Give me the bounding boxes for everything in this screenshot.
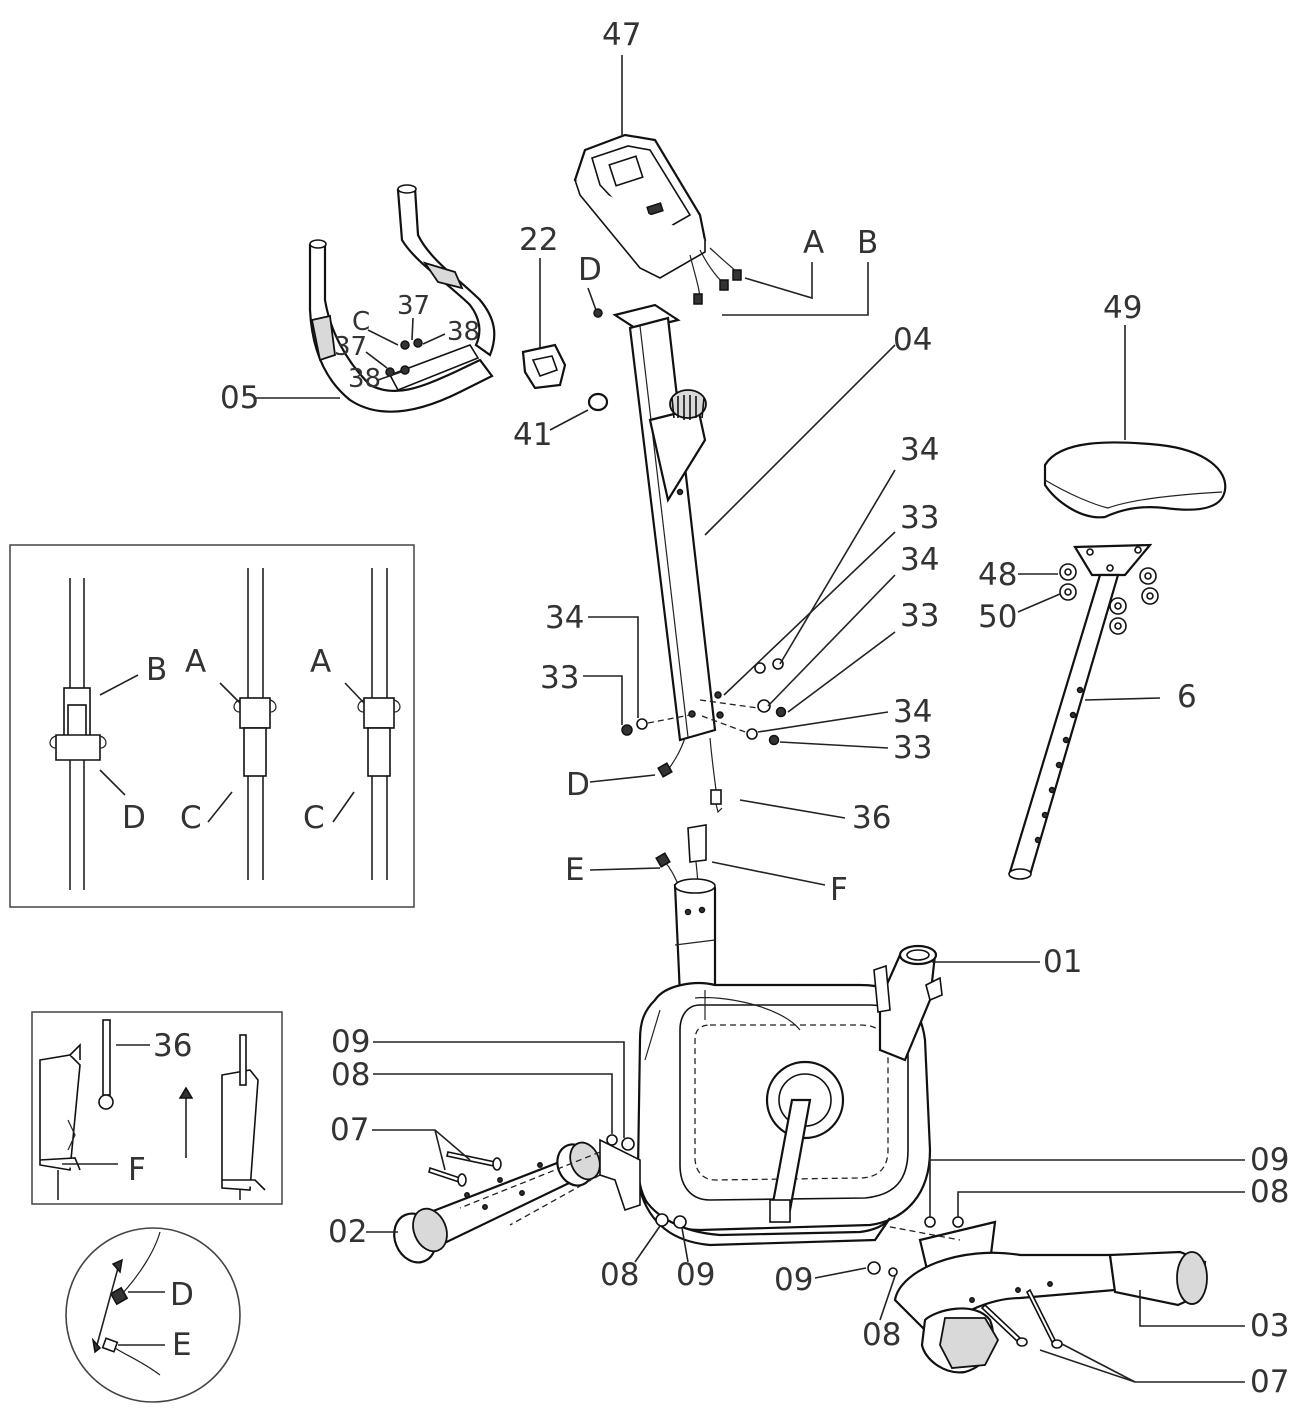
inset-label-D: D xyxy=(122,800,146,836)
label-04: 04 xyxy=(893,322,932,358)
main-frame-part-01 xyxy=(636,878,943,1247)
label-08-b: 08 xyxy=(600,1257,639,1293)
knob-part-41 xyxy=(587,392,609,412)
front-stabilizer-part-02 xyxy=(393,1141,601,1264)
inset-label-C-2: C xyxy=(303,800,325,836)
inset-connector-detail xyxy=(9,544,415,908)
inset-label-D-plug: D xyxy=(170,1277,194,1313)
label-C-handlebar: C xyxy=(352,307,370,337)
label-08-c: 08 xyxy=(862,1317,901,1353)
label-D-mid: D xyxy=(566,767,590,803)
label-22: 22 xyxy=(519,222,558,258)
label-F-mid: F xyxy=(830,872,848,908)
label-33-c: 33 xyxy=(893,730,932,766)
label-01: 01 xyxy=(1043,944,1082,980)
label-05: 05 xyxy=(220,380,259,416)
inset-label-C-1: C xyxy=(180,800,202,836)
seat-nuts xyxy=(1059,563,1159,635)
label-03: 03 xyxy=(1250,1308,1289,1344)
label-07-left: 07 xyxy=(330,1112,369,1148)
inset-label-36: 36 xyxy=(153,1028,192,1064)
label-09-a: 09 xyxy=(331,1024,370,1060)
label-37-lower: 37 xyxy=(334,332,367,362)
label-37-upper: 37 xyxy=(397,291,430,321)
label-49: 49 xyxy=(1103,290,1142,326)
inset-sensor-detail xyxy=(31,1011,283,1205)
inset-label-A-2: A xyxy=(310,644,331,680)
label-33-d: 33 xyxy=(540,660,579,696)
label-D-top: D xyxy=(578,252,602,288)
label-38-upper: 38 xyxy=(447,317,480,347)
label-34-a: 34 xyxy=(900,432,939,468)
label-41: 41 xyxy=(513,417,552,453)
label-36: 36 xyxy=(852,800,891,836)
label-B-top: B xyxy=(857,225,878,261)
label-50: 50 xyxy=(978,599,1017,635)
seat-part-49 xyxy=(1043,441,1227,519)
label-A-top: A xyxy=(803,225,824,261)
inset-label-A-1: A xyxy=(185,644,206,680)
label-08-a: 08 xyxy=(331,1057,370,1093)
label-34-c: 34 xyxy=(893,694,932,730)
label-6: 6 xyxy=(1177,679,1197,715)
label-07-right: 07 xyxy=(1250,1364,1289,1400)
label-08-d: 08 xyxy=(1250,1174,1289,1210)
inset-label-F: F xyxy=(128,1152,146,1188)
upright-post-part-04 xyxy=(612,303,724,814)
label-34-d: 34 xyxy=(545,600,584,636)
label-34-b: 34 xyxy=(900,542,939,578)
inset-label-E-plug: E xyxy=(172,1327,192,1363)
label-48: 48 xyxy=(978,557,1017,593)
label-09-c: 09 xyxy=(774,1262,813,1298)
rear-stabilizer-part-03 xyxy=(893,1216,1208,1374)
label-33-a: 33 xyxy=(900,500,939,536)
label-38-lower: 38 xyxy=(348,364,381,394)
label-33-b: 33 xyxy=(900,598,939,634)
handlebar-part-05 xyxy=(308,184,496,413)
seat-post-part-6 xyxy=(1008,543,1153,880)
inset-plug-detail xyxy=(65,1227,241,1403)
console-part-47 xyxy=(573,133,742,305)
inset-label-B: B xyxy=(146,652,167,688)
label-02: 02 xyxy=(328,1214,367,1250)
label-09-d: 09 xyxy=(1250,1142,1289,1178)
label-09-b: 09 xyxy=(676,1257,715,1293)
label-47: 47 xyxy=(602,17,641,53)
label-E-mid: E xyxy=(565,852,585,888)
